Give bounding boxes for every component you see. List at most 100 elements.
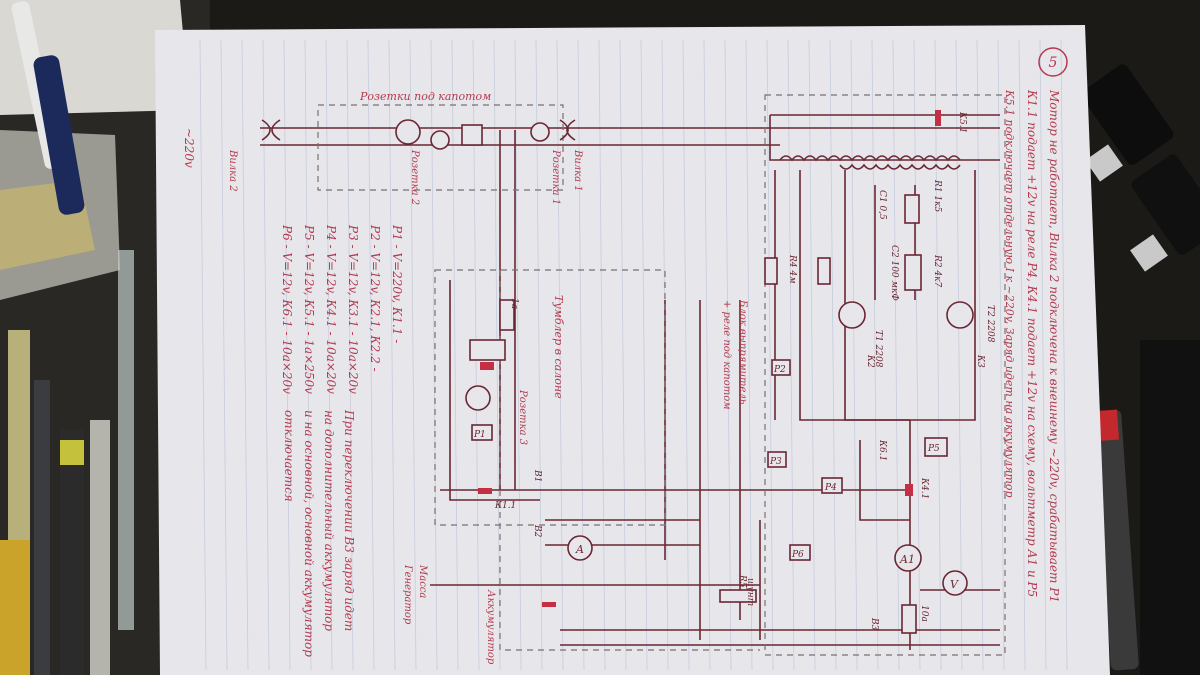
note-line-1: При переключении В3 заряд идет [342,409,356,631]
header-line-2: К1.1 подает +12v на реле Р4, К4.1 подает… [1025,89,1039,597]
ruled-line [829,39,837,671]
red-mark-1 [935,110,941,126]
mouse [1140,340,1200,675]
enclosures [317,94,1006,656]
label-k5: К5.1 [957,111,967,133]
red-pen [1093,409,1139,671]
socket-3-symbol [465,385,491,411]
relay-p6-symbol [789,544,811,561]
label-k4: К4.1 [919,477,929,499]
label-r5: R5 [737,574,747,588]
spec-line-1: Р1 - V=220v, К1.1 - [390,224,404,343]
label-rozetka1: Розетка 1 [550,149,561,205]
label-k2: К2 [865,354,875,368]
t2-transistor-symbol [946,301,974,329]
r2-symbol [904,254,922,291]
ruled-line [199,39,207,671]
label-t1: Т1 2208 [873,330,883,368]
right-box-outline [764,94,1006,656]
ruled-line [808,39,816,671]
pens [0,1,134,675]
ruled-line [850,39,858,671]
page-number: 5 [1049,55,1058,71]
ruled-line [976,39,984,671]
label-ground: Масса [417,564,428,598]
spec-line-6: Р6 - V=12v, К6.1 - 10а×20v [280,224,294,394]
label-vilka2: Вилка 2 [227,149,238,192]
fuse-10a-symbol [901,604,917,634]
spec-line-3: Р3 - V=12v, К3.1 - 10а×20v [346,224,360,394]
relay-p1-symbol [471,424,493,441]
schematic-sheet: 5 ~220v Мотор не работает, Вилка 2 подкл… [155,25,1110,675]
spec-list: Р1 - V=220v, К1.1 - Р2 - V=12v, К2.1, К2… [280,224,404,394]
label-b2: В2 [532,524,542,538]
r4-symbol [764,257,778,285]
top-box-label: Розетки под капотом [359,90,491,103]
shunt-symbol [719,589,757,603]
ruled-line [1060,39,1068,671]
label-k3: К3 [975,354,985,368]
label-p4: Р4 [824,483,837,493]
label-ammeter2: A1 [899,553,915,566]
label-c2: C2 100 мкФ [889,245,899,301]
t1-transistor-symbol [838,301,866,329]
usb-drives [1081,64,1200,272]
ruled-line [787,39,795,671]
label-rozetka2: Розетка 2 [409,149,420,205]
ruled-line [871,39,879,671]
label-battery: Аккумулятор [485,589,496,665]
top-box-outline [317,104,564,191]
label-k6: К6.1 [877,439,887,461]
relay-p2-symbol [771,359,791,376]
label-vilka1: Вилка 1 [572,149,583,192]
label-fuse: 1а [509,298,519,309]
ruled-line [1039,39,1047,671]
label-p5: Р5 [927,444,940,454]
note-line-2: на дополнительный аккумулятор [322,410,336,631]
label-b1: В1 [532,469,542,482]
fuse-symbol [499,299,515,331]
note-line-3: и на основной, основной аккумулятор [302,410,316,657]
label-voltmeter: V [950,578,959,591]
label-p6: Р6 [791,550,804,560]
notes: При переключении В3 заряд идет на дополн… [282,409,356,657]
r1-symbol [904,194,920,224]
label-fuse-10a: 10а [919,605,929,622]
label-t2: Т2 2208 [985,305,995,343]
voltage-label: ~220v [182,128,196,168]
spec-line-5: Р5 - V=12v, К5.1 - 1а×250v [302,224,316,394]
label-rozetka3: Розетка 3 [517,389,528,445]
label-r1: R1 1к5 [932,179,942,212]
page-number-circle [1038,47,1068,77]
label-c1: C1 0,5 [877,190,887,220]
spec-line-4: Р4 - V=12v, К4.1 - 10а×20v [324,224,338,394]
relay-block-symbol [461,124,483,146]
label-shunt: шунт [745,578,755,606]
label-b3: В3 [869,617,879,631]
voltmeter-symbol [942,570,968,596]
label-k1: К1.1 [494,501,516,511]
red-mark-4 [542,602,556,607]
relay-block-2-symbol [469,339,506,361]
spec-line-2: Р2 - V=12v, К2.1, К2.2 - [368,224,382,372]
label-generator: Генератор [402,564,413,625]
label-p1: Р1 [473,430,486,440]
ruled-line [934,39,942,671]
socket-2-symbol [395,119,421,145]
lower-dash [499,270,760,651]
header-line-1: Мотор не работает, Вилка 2 подключена к … [1047,89,1061,603]
ruled-line [220,39,228,671]
label-r4: R4 4м [787,254,797,284]
side-note-2: + реле под капотом [721,300,732,410]
side-note-1: Блок выпрямитель [737,299,748,404]
label-ammeter: A [575,543,584,556]
plug-1-symbol [559,119,576,141]
ammeter-symbol [567,535,593,561]
socket-1-symbol [530,122,550,142]
plug-2-symbol [261,119,281,141]
header-line-3: К5.1 подключает отдельную I к ~220v, Зар… [1003,89,1016,498]
relay-p4-symbol [821,477,843,494]
label-p3: Р3 [769,457,782,467]
lamp-symbol [430,130,450,150]
